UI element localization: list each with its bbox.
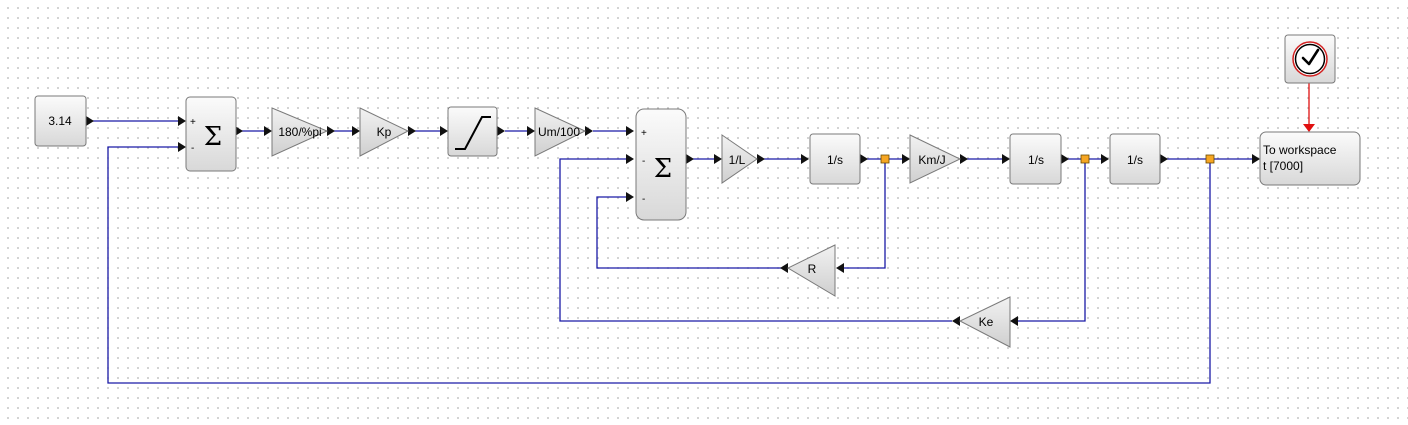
arrow-icon (860, 154, 868, 164)
to-workspace-block[interactable]: To workspace t [7000] (1259, 131, 1361, 186)
gain-block-inv-l[interactable]: 1/L (721, 134, 758, 184)
sum-symbol: Σ (204, 122, 222, 152)
integrator-block-2[interactable]: 1/s (1009, 133, 1062, 185)
gain-block-um[interactable]: Um/100 (534, 107, 587, 157)
arrow-icon (178, 116, 186, 126)
sum1-sign-minus: - (191, 143, 194, 154)
integrator1-label: 1/s (827, 153, 843, 167)
arrow-icon (1002, 154, 1010, 164)
arrow-icon (235, 126, 243, 136)
sum2-sign-minus-2: - (642, 194, 645, 205)
integrator3-label: 1/s (1127, 153, 1143, 167)
gain-r-label: R (808, 262, 817, 276)
split-points (880, 154, 1215, 164)
arrow-icon (836, 263, 844, 273)
gain-rad-label: 180/%pi (278, 125, 321, 139)
gain-ke-label: Ke (979, 315, 994, 329)
link-speed-feedback-ke[interactable] (1018, 159, 1086, 322)
gain-block-r[interactable]: R (786, 244, 836, 297)
link-angle-feedback[interactable] (107, 146, 1211, 384)
integrator-block-1[interactable]: 1/s (809, 133, 861, 185)
link-r-to-sum2[interactable] (596, 196, 781, 269)
arrow-icon (801, 154, 809, 164)
split-point[interactable] (880, 154, 890, 164)
arrow-icon (757, 154, 765, 164)
arrow-icon (952, 316, 960, 326)
arrow-icon (960, 154, 968, 164)
gain-kp-label: Kp (377, 125, 392, 139)
signal-links (93, 120, 1252, 384)
saturation-icon (455, 116, 491, 150)
arrow-icon (497, 126, 505, 136)
arrow-icon (86, 116, 94, 126)
arrow-icon (527, 126, 535, 136)
arrow-icon (626, 154, 634, 164)
clock-icon (1292, 41, 1328, 77)
integrator2-label: 1/s (1028, 153, 1044, 167)
input-arrows (178, 116, 1260, 326)
arrow-icon (1160, 154, 1168, 164)
arrow-icon (440, 126, 448, 136)
saturation-block[interactable] (447, 106, 498, 157)
sum1-sign-plus: + (190, 117, 196, 128)
arrow-icon (1010, 316, 1018, 326)
arrow-icon (327, 126, 335, 136)
arrow-icon (626, 126, 634, 136)
gain-um-label: Um/100 (538, 125, 580, 139)
gain-block-rad[interactable]: 180/%pi (271, 107, 329, 157)
link-ke-to-sum2[interactable] (559, 158, 952, 322)
arrow-icon (1252, 154, 1260, 164)
arrow-icon (408, 126, 416, 136)
arrow-icon (780, 263, 788, 273)
arrow-icon (585, 126, 593, 136)
sum-block-1[interactable]: + - Σ (185, 96, 237, 172)
split-point[interactable] (1205, 154, 1215, 164)
arrow-icon (352, 126, 360, 136)
sum-symbol: Σ (654, 154, 672, 184)
arrow-icon (902, 154, 910, 164)
gain-km-j-label: Km/J (918, 153, 945, 167)
event-arrow-icon (1303, 124, 1315, 132)
arrow-icon (178, 142, 186, 152)
arrow-icon (626, 192, 634, 202)
sum-block-2[interactable]: + - - Σ (635, 108, 687, 221)
gain-block-km-j[interactable]: Km/J (909, 134, 962, 184)
link-current-feedback-r[interactable] (844, 159, 886, 269)
arrow-icon (686, 154, 694, 164)
sum2-sign-plus: + (641, 128, 647, 139)
sum2-sign-minus-1: - (642, 156, 645, 167)
integrator-block-3[interactable]: 1/s (1109, 133, 1161, 185)
arrow-icon (1061, 154, 1069, 164)
arrow-icon (1101, 154, 1109, 164)
const-block[interactable]: 3.14 (34, 95, 87, 147)
output-ports (86, 116, 1168, 326)
arrow-icon (714, 154, 722, 164)
gain-block-ke[interactable]: Ke (958, 296, 1011, 348)
const-value: 3.14 (48, 114, 72, 128)
to-workspace-variable: t [7000] (1263, 159, 1303, 173)
gain-block-kp[interactable]: Kp (359, 107, 410, 157)
split-point[interactable] (1080, 154, 1090, 164)
gain-inv-l-label: 1/L (729, 153, 746, 167)
clock-block[interactable] (1284, 34, 1336, 84)
arrow-icon (264, 126, 272, 136)
to-workspace-title: To workspace (1263, 143, 1337, 157)
